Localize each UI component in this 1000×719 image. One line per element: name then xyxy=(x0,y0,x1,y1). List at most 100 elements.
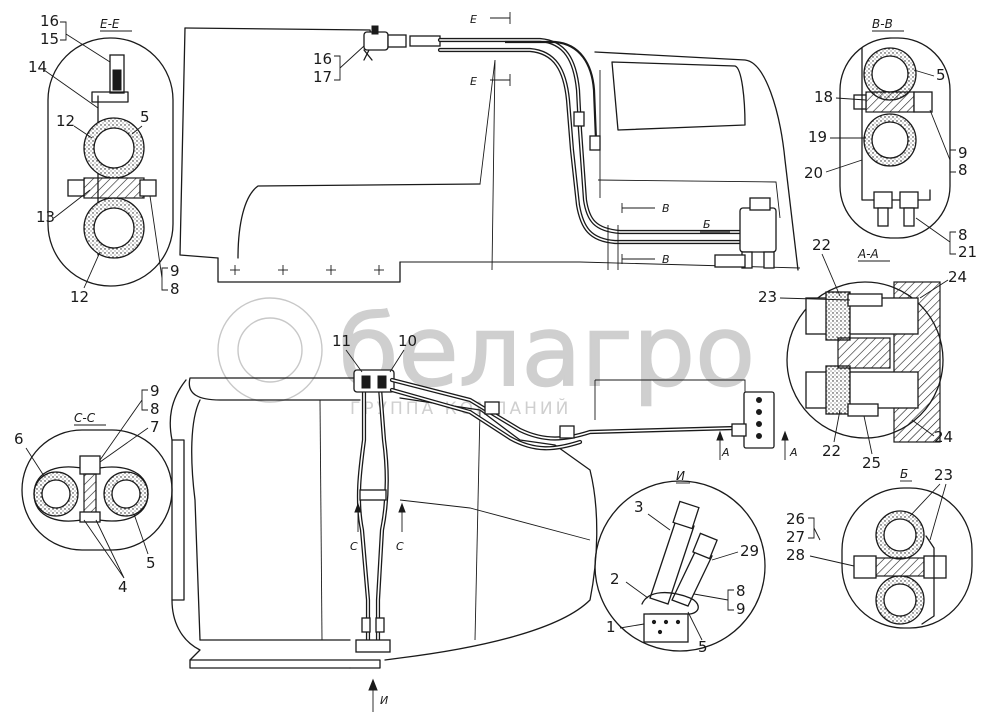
fender-marks xyxy=(230,265,384,275)
section-ee-frame xyxy=(47,37,174,287)
view-i-block-1 xyxy=(643,613,689,643)
cc-clamp-band xyxy=(33,466,149,522)
callout-aa-22a: 22 xyxy=(812,236,831,254)
bottom-valve-block xyxy=(594,379,775,449)
fender-arch xyxy=(237,183,481,259)
view-b-frame xyxy=(841,487,973,629)
callout-vv-21: 21 xyxy=(958,243,977,261)
callout-vv-5: 5 xyxy=(936,66,946,84)
tank-seam xyxy=(319,399,323,641)
view-b-title: Б xyxy=(900,467,908,481)
view-arrow-i: И xyxy=(368,678,388,712)
section-aa-title: А-А xyxy=(857,247,879,261)
callout-i-8: 8 xyxy=(736,582,746,600)
ee-nut-right-9 xyxy=(139,179,157,197)
callout-ee-12b: 12 xyxy=(70,288,89,306)
cab-roof-outline xyxy=(184,27,373,61)
callout-aa-22b: 22 xyxy=(822,442,841,460)
section-vv-title: В-В xyxy=(872,17,893,31)
svg-text:В: В xyxy=(662,253,670,266)
callout-cc-9: 9 xyxy=(150,382,160,400)
tank-left xyxy=(169,379,351,669)
body-panel-line xyxy=(474,409,481,641)
callout-ee-12a: 12 xyxy=(56,112,75,130)
cab-lower-panel xyxy=(597,179,781,219)
ee-nut-left xyxy=(67,179,85,197)
aa-bolt-23 xyxy=(847,293,883,307)
callout-vv-8b: 8 xyxy=(958,226,968,244)
watermark: белагро ГРУППА КОМПАНИЙ xyxy=(217,294,756,419)
view-i-clamp-2 xyxy=(641,592,699,615)
tank-inner-left xyxy=(191,399,201,641)
body-right-outline xyxy=(384,397,598,661)
view-b-spacer xyxy=(875,557,925,577)
view-i-tube-29 xyxy=(671,549,713,607)
callout-11: 11 xyxy=(332,332,351,350)
callout-cc-6: 6 xyxy=(14,430,24,448)
callout-b-27: 27 xyxy=(786,528,805,546)
callout-aa-23: 23 xyxy=(758,288,777,306)
callout-aa-25: 25 xyxy=(862,454,881,472)
callout-10: 10 xyxy=(398,332,417,350)
vv-spacer xyxy=(865,91,915,113)
connector-cluster-10-11 xyxy=(353,369,395,393)
view-b-nut xyxy=(923,555,947,579)
callout-16: 16 xyxy=(313,50,332,68)
vv-bolt-21a xyxy=(873,191,893,209)
hose-bottom-fittings xyxy=(355,639,391,653)
view-b: Б 23 26 27 28 xyxy=(786,466,973,629)
callout-vv-8a: 8 xyxy=(958,161,968,179)
top-coupling-16-17 xyxy=(363,25,441,61)
body-mid-line xyxy=(399,499,591,541)
view-i-tube-3 xyxy=(649,519,695,605)
view-i: И 3 29 2 8 9 1 5 xyxy=(594,469,766,656)
svg-text:С: С xyxy=(396,540,404,553)
callout-ee-13: 13 xyxy=(36,208,55,226)
callout-vv-18: 18 xyxy=(814,88,833,106)
callout-cc-7: 7 xyxy=(150,418,160,436)
cc-bolt-7 xyxy=(79,455,101,475)
callout-ee-5: 5 xyxy=(140,108,150,126)
tank-side-rib xyxy=(171,439,185,601)
callout-ee-14: 14 xyxy=(28,58,47,76)
svg-text:Б: Б xyxy=(703,218,711,231)
callout-i-9: 9 xyxy=(736,600,746,618)
section-aa-frame xyxy=(786,281,944,439)
hose-clip-c xyxy=(359,489,387,501)
section-aa: А-А 22 23 24 22 25 24 xyxy=(758,236,967,472)
svg-text:А: А xyxy=(789,446,798,459)
callout-i-3: 3 xyxy=(634,498,644,516)
top-view: Е Е В В Б 16 17 xyxy=(179,12,801,283)
tank-top xyxy=(188,377,371,401)
cab-window xyxy=(611,61,746,131)
callout-aa-24b: 24 xyxy=(934,428,953,446)
section-arrow-v: В В xyxy=(621,202,670,266)
section-arrow-b: Б xyxy=(700,218,730,233)
hose-clamp-lower xyxy=(589,135,601,151)
aa-nut-25 xyxy=(847,403,879,417)
callout-vv-9: 9 xyxy=(958,144,968,162)
callout-cc-8: 8 xyxy=(150,400,160,418)
section-ee: Е-Е 16 15 14 12 5 13 12 9 8 xyxy=(28,12,180,306)
cc-spacer xyxy=(83,473,97,515)
vv-bolt-head xyxy=(853,94,867,110)
callout-i-5: 5 xyxy=(698,638,708,656)
callout-aa-24a: 24 xyxy=(948,268,967,286)
callout-i-2: 2 xyxy=(610,570,620,588)
view-i-frame xyxy=(594,480,766,652)
callout-ee-9: 9 xyxy=(170,262,180,280)
callout-17: 17 xyxy=(313,68,332,86)
callout-vv-19: 19 xyxy=(808,128,827,146)
section-arrow-c: С С xyxy=(350,502,406,553)
watermark-logo-ring xyxy=(217,297,323,403)
hose-clamp-upper xyxy=(573,111,585,127)
callout-i-29: 29 xyxy=(740,542,759,560)
vv-bolt-21b xyxy=(899,191,919,209)
section-cc: С-С 9 8 7 6 5 4 xyxy=(14,382,173,596)
valve-block-right xyxy=(607,197,777,270)
callout-b-23: 23 xyxy=(934,466,953,484)
section-ee-title: Е-Е xyxy=(100,17,120,31)
vv-bracket-20 xyxy=(861,47,931,201)
callout-ee-15: 15 xyxy=(40,30,59,48)
